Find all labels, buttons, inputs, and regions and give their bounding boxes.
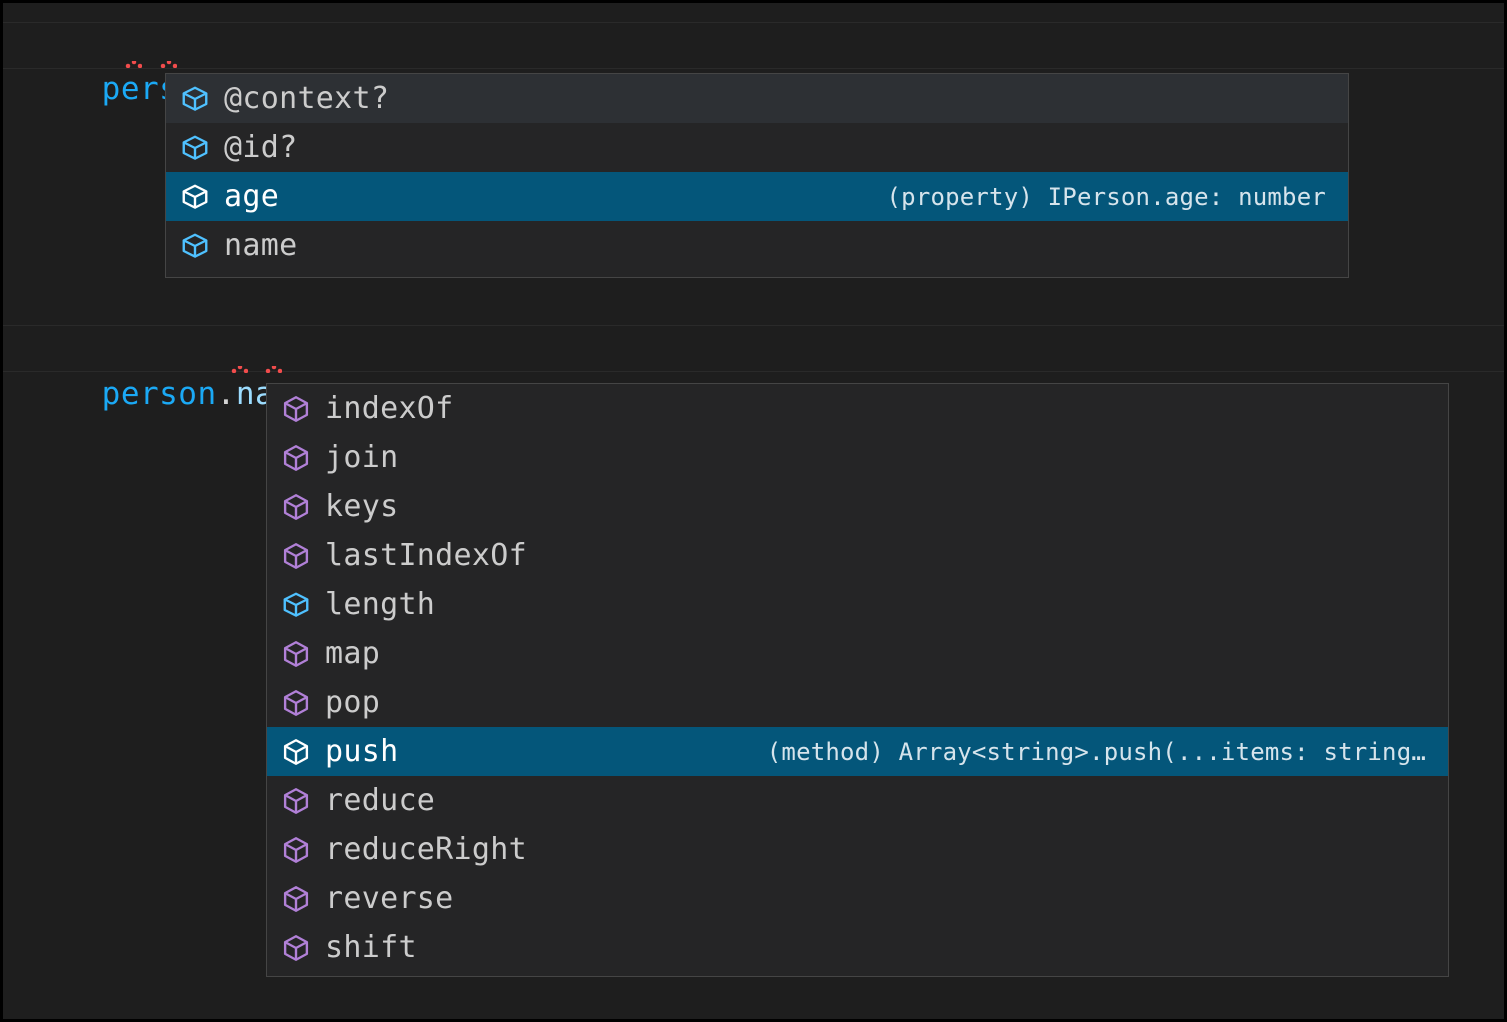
code-token-variable: person [101, 376, 217, 412]
method-cube-icon [279, 490, 313, 524]
method-cube-icon [279, 735, 313, 769]
suggest-item-context[interactable]: @context? [166, 74, 1348, 123]
suggest-item-label: @id? [224, 129, 298, 165]
method-cube-icon [279, 686, 313, 720]
suggest-widget-person-members[interactable]: @context? @id? age [165, 73, 1349, 278]
suggest-item-label: push [325, 733, 399, 769]
suggest-item-reverse[interactable]: reverse [267, 874, 1448, 923]
suggest-item-label: join [325, 439, 399, 475]
suggest-item-detail: (property) IPerson.age: number [886, 182, 1326, 211]
code-token-dot: . [216, 376, 236, 412]
suggest-item-label: shift [325, 929, 417, 965]
suggest-item-label: keys [325, 488, 399, 524]
method-cube-icon [279, 784, 313, 818]
editor-line-rule [3, 371, 1504, 372]
suggest-item-name[interactable]: name [166, 221, 1348, 270]
suggest-item-id[interactable]: @id? [166, 123, 1348, 172]
method-cube-icon [279, 392, 313, 426]
method-cube-icon [279, 539, 313, 573]
error-squiggle-icon [231, 366, 248, 373]
error-squiggle-icon [160, 61, 177, 68]
editor-line-rule [3, 325, 1504, 326]
suggest-item-label: @context? [224, 80, 390, 116]
property-cube-icon [178, 180, 212, 214]
suggest-item-label: name [224, 227, 298, 263]
editor-line-rule [3, 68, 1504, 69]
suggest-item-indexof[interactable]: indexOf [267, 384, 1448, 433]
suggest-item-shift[interactable]: shift [267, 923, 1448, 972]
suggest-item-pop[interactable]: pop [267, 678, 1448, 727]
suggest-item-map[interactable]: map [267, 629, 1448, 678]
suggest-item-detail: (method) Array<string>.push(...items: st… [766, 737, 1426, 766]
property-cube-icon [178, 229, 212, 263]
suggest-item-label: length [325, 586, 436, 622]
suggest-item-length[interactable]: length [267, 580, 1448, 629]
property-cube-icon [279, 588, 313, 622]
method-cube-icon [279, 441, 313, 475]
method-cube-icon [279, 833, 313, 867]
suggest-item-label: reverse [325, 880, 454, 916]
suggest-item-label: lastIndexOf [325, 537, 527, 573]
suggest-item-label: reduce [325, 782, 436, 818]
suggest-item-label: map [325, 635, 381, 671]
suggest-item-lastindexof[interactable]: lastIndexOf [267, 531, 1448, 580]
editor-line-rule [3, 22, 1504, 23]
suggest-item-reduceright[interactable]: reduceRight [267, 825, 1448, 874]
suggest-item-label: indexOf [325, 390, 454, 426]
error-squiggle-icon [265, 366, 282, 373]
suggest-item-keys[interactable]: keys [267, 482, 1448, 531]
suggest-item-age[interactable]: age (property) IPerson.age: number [166, 172, 1348, 221]
property-cube-icon [178, 131, 212, 165]
suggest-item-label: age [224, 178, 280, 214]
suggest-item-push[interactable]: push (method) Array<string>.push(...item… [267, 727, 1448, 776]
error-squiggle-icon [125, 61, 142, 68]
method-cube-icon [279, 882, 313, 916]
property-cube-icon [178, 82, 212, 116]
method-cube-icon [279, 931, 313, 965]
method-cube-icon [279, 637, 313, 671]
suggest-widget-array-members[interactable]: indexOf join keys [266, 383, 1449, 977]
suggest-item-label: reduceRight [325, 831, 527, 867]
suggest-item-join[interactable]: join [267, 433, 1448, 482]
suggest-item-label: pop [325, 684, 381, 720]
suggest-item-reduce[interactable]: reduce [267, 776, 1448, 825]
